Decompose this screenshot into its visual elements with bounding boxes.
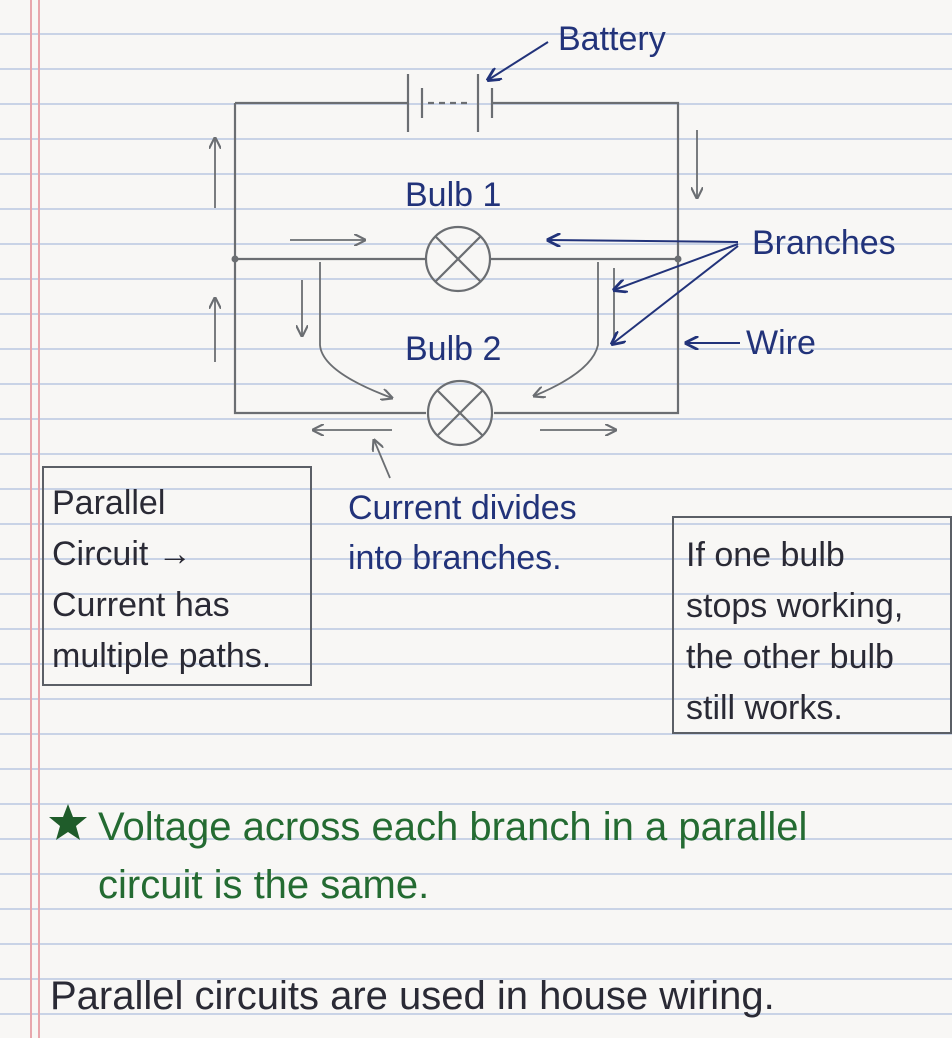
label-bulb-2: Bulb 2: [405, 330, 502, 368]
note-line: stops working,: [686, 587, 904, 625]
note-line: multiple paths.: [52, 637, 272, 675]
junction-right: [674, 255, 682, 263]
label-branches: Branches: [752, 224, 896, 262]
note-line: Parallel: [52, 484, 166, 522]
margin-line: [38, 0, 40, 1038]
battery-symbol: [406, 74, 494, 132]
current-divides-line: Current divides: [348, 489, 577, 527]
bulb-2-symbol: [426, 379, 494, 447]
bulb-1-symbol: [424, 225, 492, 293]
arrow-up-icon: [374, 440, 391, 479]
label-bulb-1: Bulb 1: [405, 176, 502, 214]
key-point-line: Voltage across each branch in a parallel: [98, 805, 808, 849]
star-icon: [49, 804, 87, 840]
label-pointers: [488, 41, 740, 344]
note-line: If one bulb: [686, 536, 845, 574]
note-line: still works.: [686, 689, 843, 727]
battery-pointer-icon: [488, 41, 549, 80]
note-line: the other bulb: [686, 638, 894, 676]
branches-pointer-icon: [614, 243, 739, 290]
current-divides-note: Current divides into branches.: [348, 483, 577, 583]
house-wiring-note: Parallel circuits are used in house wiri…: [50, 974, 775, 1018]
circuit-wires: [233, 101, 680, 415]
current-divides-line: into branches.: [348, 539, 562, 577]
current-arrows: [215, 130, 697, 479]
curved-arrow-icon: [534, 262, 599, 396]
label-battery: Battery: [558, 20, 666, 58]
key-point-line: circuit is the same.: [98, 863, 430, 907]
margin-line: [30, 0, 32, 1038]
label-wire: Wire: [746, 324, 816, 362]
junction-left: [231, 255, 239, 263]
parallel-circuit-note: Parallel Circuit → Current has multiple …: [42, 466, 312, 686]
note-line: Circuit →: [52, 535, 192, 573]
voltage-key-point: Voltage across each branch in a parallel…: [98, 798, 807, 914]
curved-arrow-icon: [319, 262, 392, 398]
branches-pointer-icon: [612, 245, 739, 344]
note-line: Current has: [52, 586, 230, 624]
bulb-failure-note: If one bulb stops working, the other bul…: [672, 516, 952, 734]
branches-pointer-icon: [548, 240, 739, 242]
